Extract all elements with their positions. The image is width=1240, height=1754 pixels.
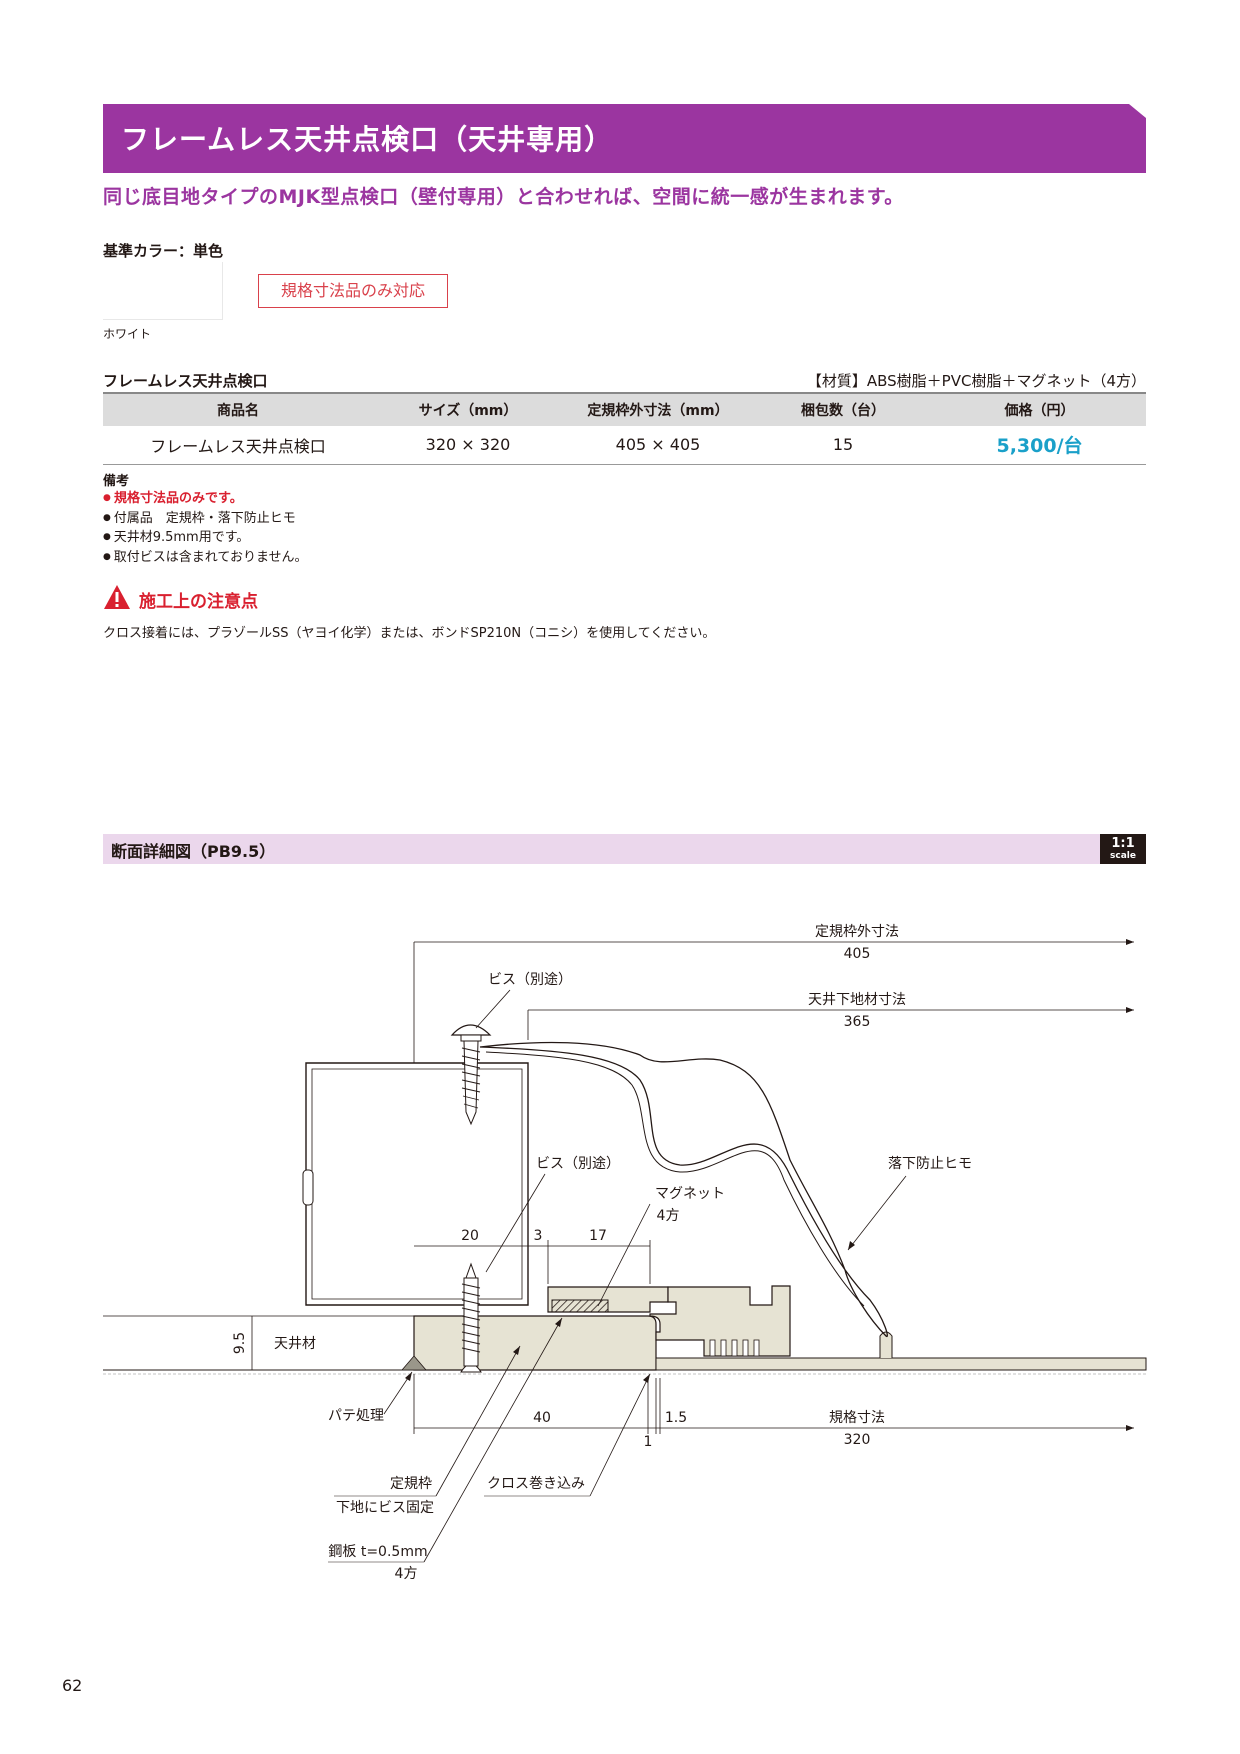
arrow-head xyxy=(1126,1007,1134,1013)
subtitle: 同じ底目地タイプのMJK型点検口（壁付専用）と合わせれば、空間に統一感が生まれま… xyxy=(103,186,904,208)
label-steel: 鋼板 t=0.5mm xyxy=(328,1544,427,1560)
cell-product-name: フレームレス天井点検口 xyxy=(103,426,373,465)
magnet xyxy=(551,1299,609,1313)
dim-ceiling-value: 365 xyxy=(844,1014,871,1030)
note-item: 天井材9.5mm用です。 xyxy=(103,528,308,548)
note-item: 規格寸法品のみです。 xyxy=(103,489,308,509)
leader-line xyxy=(485,1173,546,1273)
joist-slot xyxy=(302,1169,314,1206)
cross-section-diagram: 定規枠外寸法 405 天井下地材寸法 365 xyxy=(103,924,1147,1582)
col-size: サイズ（mm） xyxy=(373,392,563,426)
cell-frame-outer: 405 × 405 xyxy=(563,426,753,465)
label-ceiling-material: 天井材 xyxy=(274,1336,316,1352)
warning-icon xyxy=(104,585,130,609)
spec-table: 商品名 サイズ（mm） 定規枠外寸法（mm） 梱包数（台） 価格（円） フレーム… xyxy=(103,392,1146,465)
leader-line xyxy=(435,1345,521,1497)
leader-line xyxy=(423,1317,563,1563)
mid-screw xyxy=(460,1262,482,1373)
label-frame-fix: 下地にビス固定 xyxy=(336,1500,434,1516)
label-steel-sides: 4方 xyxy=(395,1566,418,1582)
lid-panel xyxy=(655,1357,1147,1371)
dim-1-5: 1.5 xyxy=(665,1410,687,1426)
scale-badge: 1:1 scale xyxy=(1100,834,1146,864)
lid-ribs xyxy=(709,1339,760,1357)
col-price: 価格（円） xyxy=(933,392,1146,426)
dim-outer-value: 405 xyxy=(844,946,871,962)
cell-price: 5,300/台 xyxy=(933,426,1146,465)
leader-line xyxy=(475,989,511,1029)
dim-1: 1 xyxy=(644,1434,653,1450)
dim-20: 20 xyxy=(461,1228,479,1244)
cord-anchor xyxy=(879,1331,893,1358)
table-row: フレームレス天井点検口 320 × 320 405 × 405 15 5,300… xyxy=(103,426,1146,465)
label-fall-cord: 落下防止ヒモ xyxy=(888,1156,972,1172)
dim-std-value: 320 xyxy=(844,1432,871,1448)
label-magnet-sides: 4方 xyxy=(657,1208,680,1224)
ceiling-joist xyxy=(305,1062,529,1306)
arrow-head xyxy=(643,1374,650,1383)
scale-word: scale xyxy=(1110,851,1136,861)
notes-list: 規格寸法品のみです。 付属品 定規枠・落下防止ヒモ 天井材9.5mm用です。 取… xyxy=(103,489,308,567)
dim-std-label: 規格寸法 xyxy=(829,1410,885,1426)
label-magnet: マグネット xyxy=(655,1186,725,1202)
col-product-name: 商品名 xyxy=(103,392,373,426)
dim-40: 40 xyxy=(533,1410,551,1426)
dim-ceiling-label: 天井下地材寸法 xyxy=(808,992,906,1008)
label-screw-mid: ビス（別途） xyxy=(536,1155,620,1172)
page-title: フレームレス天井点検口（天井専用） xyxy=(121,123,614,156)
section-bar: 断面詳細図（PB9.5） xyxy=(103,834,1146,864)
standard-size-badge: 規格寸法品のみ対応 xyxy=(258,274,448,308)
caution-text: クロス接着には、プラゾールSS（ヤヨイ化学）または、ボンドSP210N（コニシ）… xyxy=(103,626,716,641)
dim-17: 17 xyxy=(589,1228,607,1244)
arrow-head xyxy=(1126,939,1134,945)
arrow-head xyxy=(513,1346,520,1355)
putty xyxy=(401,1355,427,1371)
top-screw xyxy=(450,1024,492,1126)
leader-line xyxy=(597,1203,651,1307)
ceiling-joist-inner xyxy=(311,1068,523,1300)
color-swatch-white xyxy=(103,262,223,320)
col-package: 梱包数（台） xyxy=(753,392,933,426)
scale-ratio: 1:1 xyxy=(1111,836,1135,851)
cell-size: 320 × 320 xyxy=(373,426,563,465)
fall-prevention-cord xyxy=(479,1041,888,1338)
col-frame-outer: 定規枠外寸法（mm） xyxy=(563,392,753,426)
table-title: フレームレス天井点検口 xyxy=(103,372,268,390)
arrow-head xyxy=(848,1241,855,1250)
label-putty: パテ処理 xyxy=(328,1408,384,1424)
dim-3: 3 xyxy=(534,1228,543,1244)
material-note: 【材質】ABS樹脂＋PVC樹脂＋マグネット（4方） xyxy=(806,372,1146,390)
color-swatch-name: ホワイト xyxy=(103,327,152,341)
caution-title: 施工上の注意点 xyxy=(139,592,258,612)
dim-9-5: 9.5 xyxy=(232,1332,248,1354)
standard-color-label: 基準カラー：単色 xyxy=(103,242,224,260)
standard-frame xyxy=(413,1315,657,1371)
dim-outer-label: 定規枠外寸法 xyxy=(815,924,899,940)
notes-heading: 備考 xyxy=(103,474,130,489)
cell-package: 15 xyxy=(753,426,933,465)
table-header-row: 商品名 サイズ（mm） 定規枠外寸法（mm） 梱包数（台） 価格（円） xyxy=(103,392,1146,426)
lid-body xyxy=(649,1285,791,1357)
leader-line xyxy=(847,1175,907,1251)
title-banner: フレームレス天井点検口（天井専用） xyxy=(103,104,1146,173)
leader-line xyxy=(589,1373,651,1497)
label-frame: 定規枠 xyxy=(390,1476,432,1492)
note-item: 取付ビスは含まれておりません。 xyxy=(103,548,308,568)
arrow-head xyxy=(405,1372,412,1381)
section-title: 断面詳細図（PB9.5） xyxy=(111,842,276,861)
label-screw-top: ビス（別途） xyxy=(488,971,572,988)
note-item: 付属品 定規枠・落下防止ヒモ xyxy=(103,509,308,529)
fall-prevention-cord-inner xyxy=(485,1051,865,1307)
label-cloth-wrap: クロス巻き込み xyxy=(487,1476,585,1492)
arrow-head xyxy=(555,1318,562,1327)
page-number: 62 xyxy=(62,1676,83,1695)
arrow-head xyxy=(1126,1425,1134,1431)
